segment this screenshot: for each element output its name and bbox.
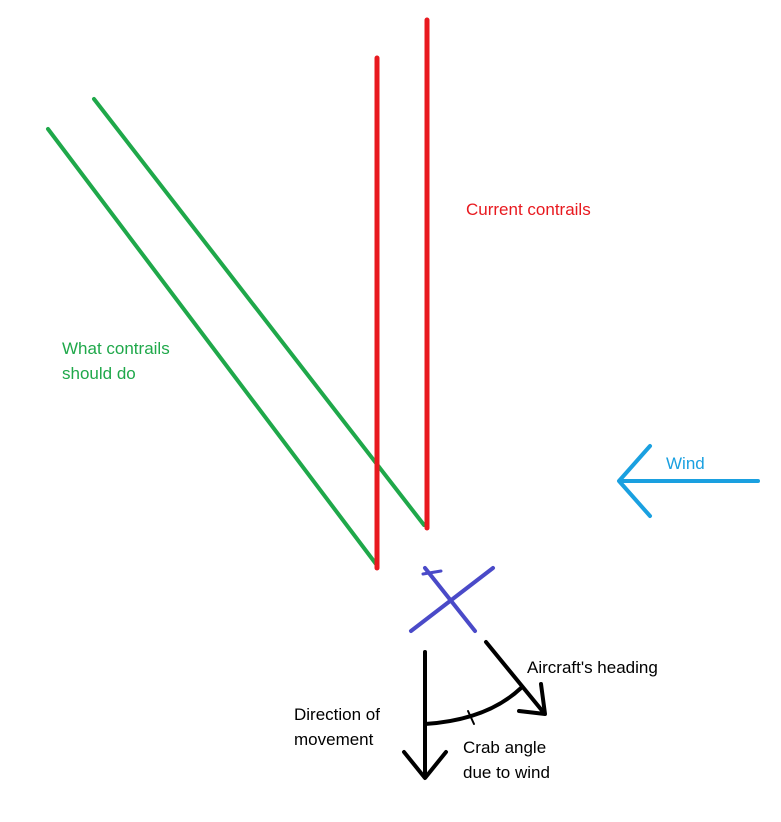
heading-label: Aircraft's heading (527, 658, 658, 677)
movement-label: Direction of movement (294, 702, 380, 752)
wind-label: Wind (666, 454, 705, 473)
movement-label-line2: movement (294, 730, 374, 749)
should-contrails-label-line1: What contrails (62, 339, 170, 358)
should-contrail-right (92, 97, 426, 527)
crab-angle-arc (423, 686, 523, 726)
crab-angle-label-line1: Crab angle (463, 738, 547, 757)
crab-angle-label-line2: due to wind (463, 763, 550, 782)
wind-arrow (617, 444, 760, 518)
should-contrails-label: What contrails should do (62, 336, 170, 386)
movement-arrow (402, 650, 448, 780)
movement-label-line1: Direction of (294, 705, 380, 724)
should-contrails-label-line2: should do (62, 364, 136, 383)
current-contrails-label: Current contrails (466, 200, 591, 219)
crab-angle-label: Crab angle due to wind (463, 735, 550, 785)
aircraft-icon (409, 566, 495, 633)
heading-arrow (484, 640, 547, 716)
should-contrail-left (46, 127, 378, 566)
